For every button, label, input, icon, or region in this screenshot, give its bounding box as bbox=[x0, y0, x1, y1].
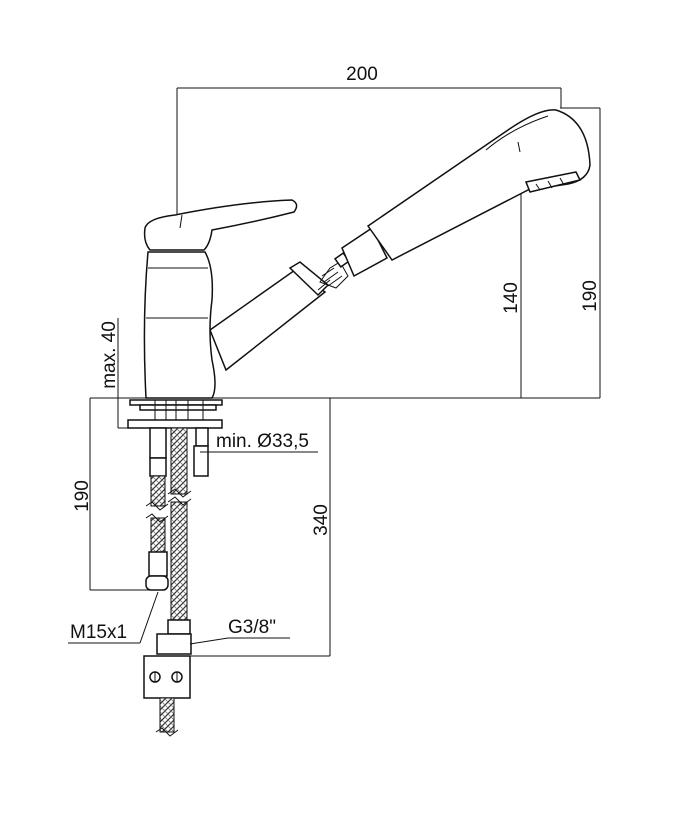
dim-hole-label: min. Ø33,5 bbox=[216, 431, 309, 452]
label-g38: G3/8" bbox=[189, 617, 290, 645]
faucet-body bbox=[143, 199, 330, 399]
hose-left bbox=[145, 457, 169, 591]
dimension-340: 340 bbox=[190, 398, 332, 657]
dimension-hole-diameter: min. Ø33,5 bbox=[200, 431, 318, 453]
hose-center-drop bbox=[143, 655, 191, 737]
dimension-140: 140 bbox=[501, 190, 522, 398]
g38-label: G3/8" bbox=[228, 617, 276, 638]
dim-max40-label: max. 40 bbox=[99, 321, 120, 389]
dimension-max-40: max. 40 bbox=[99, 318, 150, 429]
label-m15x1: M15x1 bbox=[68, 591, 159, 644]
dimension-190-right: 190 bbox=[560, 107, 601, 398]
dim-200-label: 200 bbox=[346, 64, 378, 85]
m15x1-label: M15x1 bbox=[70, 622, 127, 643]
dim-190-left-label: 190 bbox=[72, 480, 93, 512]
dim-140-label: 140 bbox=[501, 282, 522, 314]
dimension-200: 200 bbox=[176, 64, 562, 218]
dim-340-label: 340 bbox=[311, 504, 332, 536]
hose-right bbox=[156, 427, 192, 655]
dim-190-right-label: 190 bbox=[580, 280, 601, 312]
mounting-hardware bbox=[127, 399, 223, 477]
handshower bbox=[317, 109, 591, 291]
dimension-190-left: 190 bbox=[72, 398, 150, 591]
